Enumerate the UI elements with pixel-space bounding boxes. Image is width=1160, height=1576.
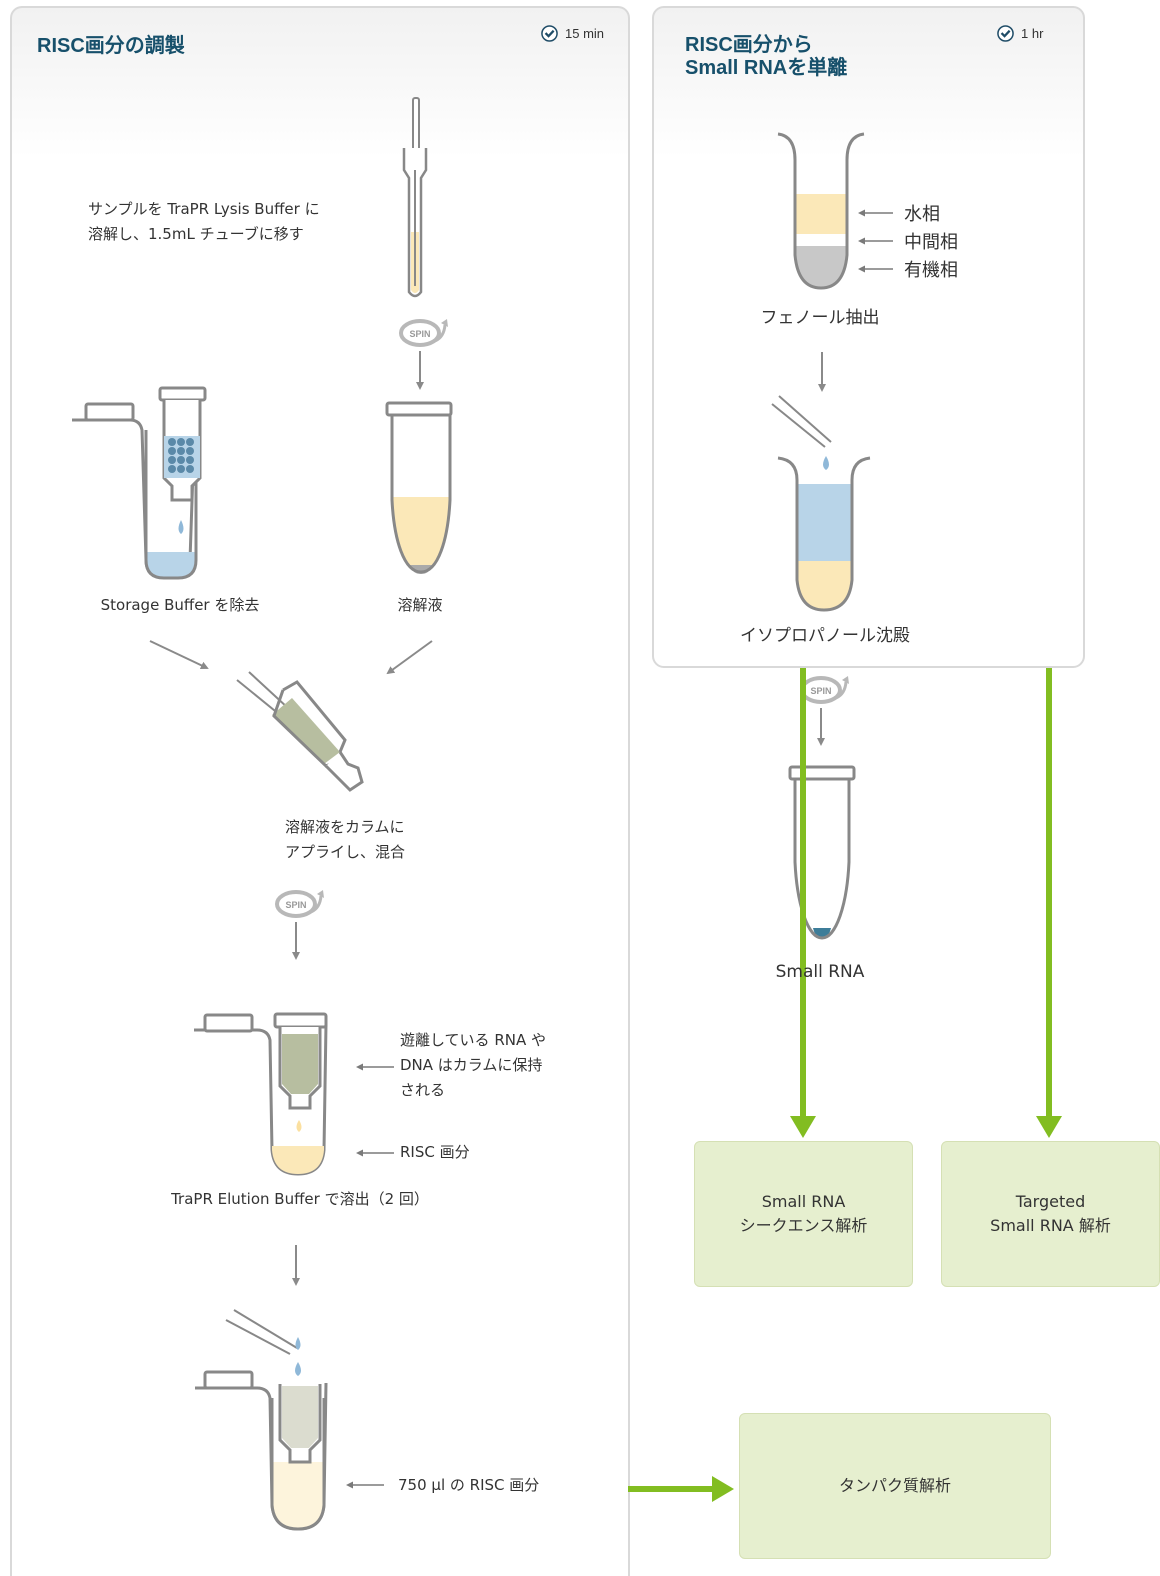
storage-column-icon — [72, 386, 207, 580]
step-lysis-text: サンプルを TraPR Lysis Buffer に 溶解し、1.5mL チュー… — [88, 200, 320, 243]
timer-badge: 1 hr — [997, 25, 1043, 42]
risc-preparation-panel — [10, 6, 630, 1576]
small-rna-label: Small RNA — [775, 962, 865, 982]
sequencing-analysis-box: Small RNA シークエンス解析 — [694, 1141, 913, 1287]
protein-analysis-box: タンパク質解析 — [739, 1413, 1051, 1559]
arrow-converge-left — [149, 640, 209, 670]
targeted-analysis-text: Targeted Small RNA 解析 — [990, 1192, 1111, 1235]
right-panel-title: RISC画分から Small RNAを単離 — [685, 34, 847, 80]
apply-mix-text: 溶解液をカラムに アプライし、混合 — [285, 818, 406, 861]
phase-organic-label: 有機相 — [904, 260, 958, 281]
check-circle-icon — [997, 25, 1014, 42]
phenol-tube-icon — [777, 132, 865, 290]
spin-label: SPIN — [810, 686, 831, 696]
phase-interphase-label: 中間相 — [904, 232, 958, 253]
spin-icon — [399, 319, 448, 347]
lysis-pipette-icon — [402, 97, 428, 298]
timer-badge: 15 min — [541, 25, 604, 42]
output-arrows — [628, 668, 1062, 1502]
final-column-icon — [195, 1309, 328, 1531]
right-panel-title-line2: Small RNAを単離 — [685, 57, 848, 79]
spin-label: SPIN — [285, 900, 306, 910]
elution-label: TraPR Elution Buffer で溶出（2 回） — [171, 1190, 429, 1208]
lysate-label: 溶解液 — [397, 596, 443, 614]
tilted-column-icon — [236, 671, 364, 792]
right-panel-title-line1: RISC画分から — [685, 34, 813, 56]
timer-text: 15 min — [565, 26, 605, 41]
sequencing-analysis-text: Small RNA シークエンス解析 — [739, 1192, 868, 1235]
isopropanol-tube-icon — [771, 395, 871, 612]
risc-annotation: RISC 画分 — [400, 1143, 470, 1161]
final-risc-annotation: 750 µl の RISC 画分 — [398, 1476, 540, 1494]
spin-label: SPIN — [409, 329, 430, 339]
protein-analysis-text: タンパク質解析 — [838, 1476, 951, 1495]
small-rna-tube-icon — [788, 765, 856, 940]
phenol-extraction-label: フェノール抽出 — [760, 308, 880, 328]
retained-annotation: 遊離している RNA や DNA はカラムに保持 される — [400, 1031, 546, 1099]
phase-aqueous-label: 水相 — [904, 204, 940, 225]
spin-icon — [275, 890, 324, 918]
lysate-tube-icon — [385, 401, 453, 574]
small-rna-isolation-panel — [652, 6, 1085, 668]
targeted-analysis-box: Targeted Small RNA 解析 — [941, 1141, 1160, 1287]
left-panel-title: RISC画分の調製 — [37, 35, 185, 57]
storage-buffer-label: Storage Buffer を除去 — [100, 596, 260, 614]
arrow-converge-right — [386, 640, 433, 675]
check-circle-icon — [541, 25, 558, 42]
isopropanol-label: イソプロパノール沈殿 — [740, 626, 910, 646]
spin-icon — [800, 676, 849, 704]
elution-column-icon — [194, 1012, 328, 1176]
timer-text: 1 hr — [1021, 26, 1044, 41]
